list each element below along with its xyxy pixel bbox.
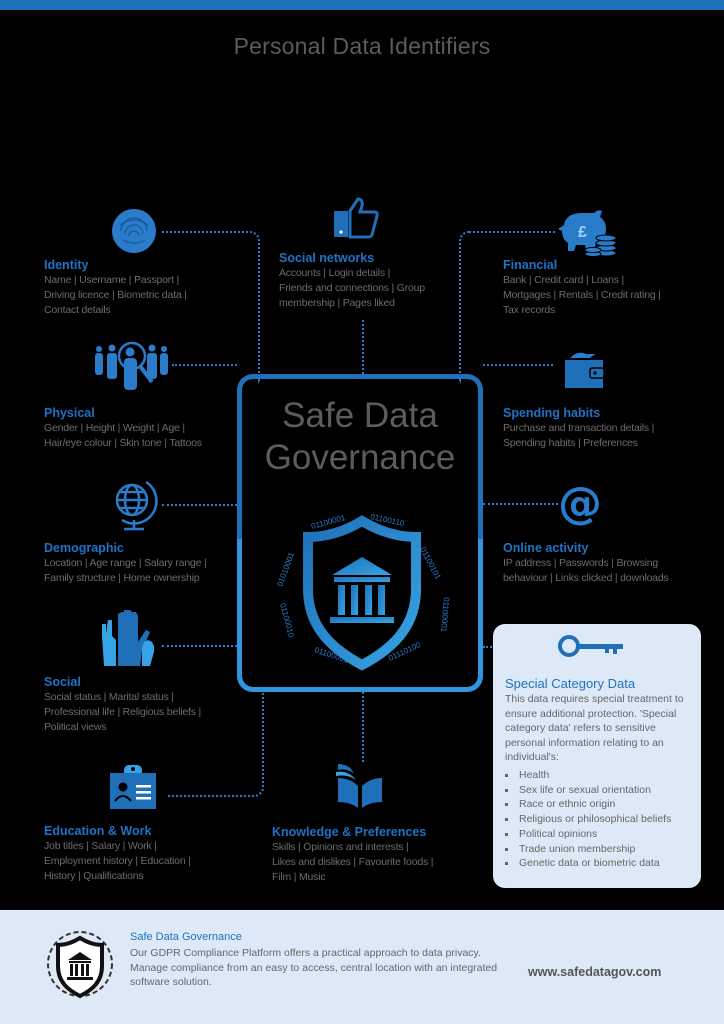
category-spending-habits: Spending habits Purchase and transaction… bbox=[503, 406, 654, 451]
wallet-icon bbox=[565, 352, 605, 388]
page-title: Personal Data Identifiers bbox=[233, 33, 491, 59]
svg-text:01100001: 01100001 bbox=[439, 597, 451, 633]
category-title: Social bbox=[44, 675, 81, 689]
category-social: Social Social status | Marital status | … bbox=[44, 675, 201, 735]
category-desc-line: Professional life | Religious beliefs | bbox=[44, 706, 201, 718]
category-social-networks: Social networks Accounts | Login details… bbox=[279, 251, 425, 311]
category-title: Social networks bbox=[279, 251, 375, 265]
category-desc-line: Job titles | Salary | Work | bbox=[44, 840, 157, 852]
category-desc-line: Name | Username | Passport | bbox=[44, 274, 180, 286]
connector-online bbox=[483, 503, 558, 505]
piggy-bank-icon: £ bbox=[558, 210, 617, 257]
center-title: Safe Data Governance bbox=[242, 395, 478, 479]
category-desc-line: Spending habits | Preferences bbox=[503, 437, 638, 449]
thumbs-up-icon bbox=[334, 197, 379, 239]
category-title: Demographic bbox=[44, 541, 124, 555]
special-category-panel: Special Category Data This data requires… bbox=[493, 624, 701, 888]
category-desc-line: behaviour | Links clicked | downloads bbox=[503, 572, 669, 584]
list-item: Sex life or sexual orientation bbox=[505, 783, 671, 798]
connector-identity bbox=[162, 231, 260, 383]
category-desc-line: Purchase and transaction details | bbox=[503, 422, 655, 434]
category-demographic: Demographic Location | Age range | Salar… bbox=[44, 541, 207, 586]
people-search-icon bbox=[95, 341, 168, 390]
category-title: Knowledge & Preferences bbox=[272, 825, 427, 839]
connector-knowledge bbox=[362, 692, 364, 762]
footer-title: Safe Data Governance bbox=[130, 931, 242, 943]
svg-text:@: @ bbox=[558, 480, 602, 526]
special-category-list: Health Sex life or sexual orientation Ra… bbox=[505, 768, 671, 871]
category-desc-line: Contact details bbox=[44, 304, 111, 316]
category-desc-line: Hair/eye colour | Skin tone | Tattoos bbox=[44, 437, 202, 449]
category-knowledge-preferences: Knowledge & Preferences Skills | Opinion… bbox=[272, 825, 433, 885]
connector-physical bbox=[172, 364, 237, 366]
list-item: Political opinions bbox=[505, 827, 671, 842]
category-title: Education & Work bbox=[44, 824, 152, 838]
category-desc-line: Tax records bbox=[503, 304, 556, 316]
center-title-line2: Governance bbox=[264, 438, 456, 477]
safe-data-governance-panel: Safe Data Governance 01100001 01100110 0… bbox=[237, 374, 483, 692]
category-desc-line: Friends and connections | Group bbox=[279, 282, 425, 294]
list-item: Religious or philosophical beliefs bbox=[505, 812, 671, 827]
connector-social-networks bbox=[362, 320, 364, 374]
category-desc-line: History | Qualifications bbox=[44, 870, 144, 882]
svg-text:01100101: 01100101 bbox=[418, 546, 443, 582]
category-desc-line: Gender | Height | Weight | Age | bbox=[44, 422, 185, 434]
category-desc-line: Social status | Marital status | bbox=[44, 691, 174, 703]
category-financial: Financial Bank | Credit card | Loans | M… bbox=[503, 258, 661, 318]
category-desc-line: Driving licence | Biometric data | bbox=[44, 289, 187, 301]
fingerprint-icon bbox=[112, 209, 156, 253]
special-category-title: Special Category Data bbox=[505, 676, 636, 691]
top-accent-bar bbox=[0, 0, 724, 10]
category-desc-line: Family structure | Home ownership bbox=[44, 572, 200, 584]
category-desc-line: Skills | Opinions and interests | bbox=[272, 841, 409, 853]
category-desc-line: Film | Music bbox=[272, 871, 326, 883]
website-link[interactable]: www.safedatagov.com bbox=[528, 965, 662, 979]
open-book-icon bbox=[336, 764, 382, 808]
list-item: Trade union membership bbox=[505, 842, 671, 857]
category-desc-line: Political views bbox=[44, 721, 107, 733]
category-desc-line: Likes and dislikes | Favourite foods | bbox=[272, 856, 434, 868]
svg-text:01010001: 01010001 bbox=[275, 551, 296, 588]
category-desc-line: Employment history | Education | bbox=[44, 855, 191, 867]
category-title: Online activity bbox=[503, 541, 589, 555]
key-icon bbox=[558, 635, 623, 657]
category-desc-line: Bank | Credit card | Loans | bbox=[503, 274, 625, 286]
category-desc-line: Accounts | Login details | bbox=[279, 267, 391, 279]
center-title-line1: Safe Data bbox=[282, 396, 438, 435]
list-item: Health bbox=[505, 768, 671, 783]
category-desc-line: Mortgages | Rentals | Credit rating | bbox=[503, 289, 661, 301]
at-sign-icon: @ bbox=[558, 480, 602, 526]
connector-financial bbox=[459, 231, 556, 383]
list-item: Race or ethnic origin bbox=[505, 797, 671, 812]
category-online-activity: Online activity IP address | Passwords |… bbox=[503, 541, 669, 586]
footer-description: Our GDPR Compliance Platform offers a pr… bbox=[130, 947, 498, 988]
connector-social bbox=[162, 645, 237, 647]
category-title: Financial bbox=[503, 258, 558, 272]
id-badge-icon bbox=[110, 765, 156, 809]
raised-hands-icon bbox=[102, 610, 154, 666]
list-item: Genetic data or biometric data bbox=[505, 856, 671, 871]
category-desc-line: IP address | Passwords | Browsing bbox=[503, 557, 659, 569]
connector-spending bbox=[483, 364, 553, 366]
category-identity: Identity Name | Username | Passport | Dr… bbox=[44, 258, 187, 318]
shield-bank-icon: 01100001 01100110 01100101 01100001 0111… bbox=[275, 512, 451, 671]
globe-icon bbox=[115, 480, 158, 531]
category-title: Physical bbox=[44, 406, 95, 420]
category-education-work: Education & Work Job titles | Salary | W… bbox=[44, 824, 191, 884]
connector-education bbox=[168, 692, 264, 797]
footer: Safe Data Governance Our GDPR Compliance… bbox=[0, 910, 724, 1024]
category-physical: Physical Gender | Height | Weight | Age … bbox=[44, 406, 202, 451]
special-category-desc: This data requires special treatment to … bbox=[505, 693, 684, 764]
connector-demographic bbox=[162, 504, 237, 506]
svg-text:£: £ bbox=[578, 224, 587, 241]
shield-logo-icon bbox=[47, 931, 113, 999]
category-title: Identity bbox=[44, 258, 89, 272]
panel-lower-border bbox=[237, 539, 483, 692]
category-desc-line: membership | Pages liked bbox=[279, 297, 395, 309]
category-desc-line: Location | Age range | Salary range | bbox=[44, 557, 207, 569]
category-title: Spending habits bbox=[503, 406, 601, 420]
svg-text:01100010: 01100010 bbox=[278, 602, 296, 639]
